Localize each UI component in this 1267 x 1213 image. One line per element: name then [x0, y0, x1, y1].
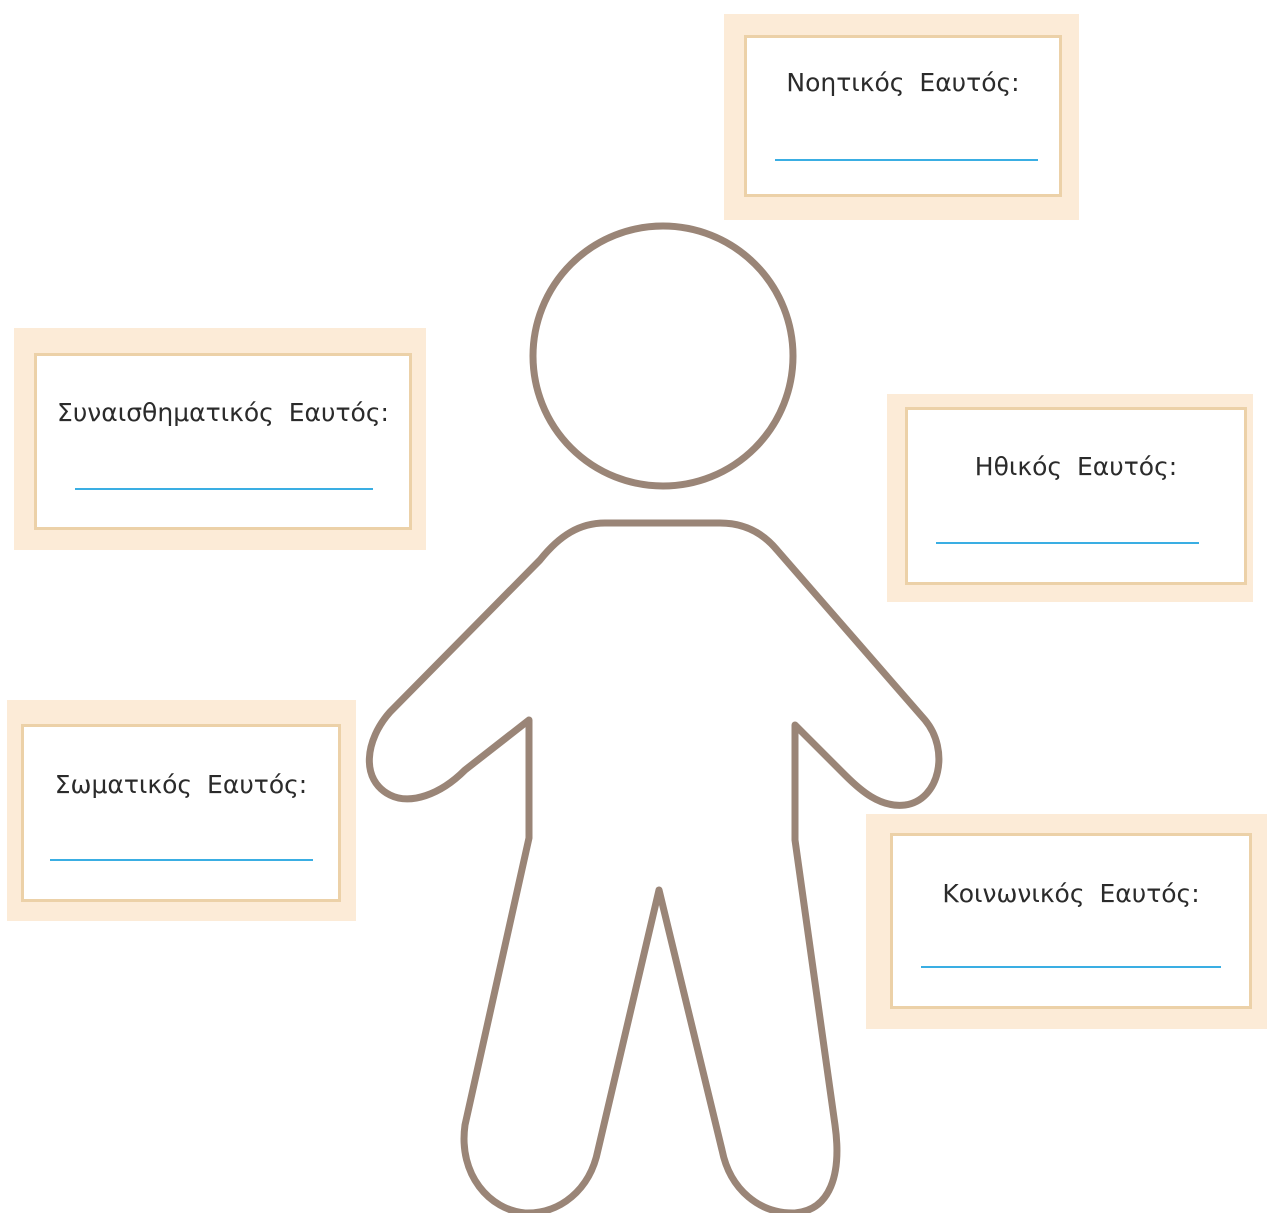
moral-self-card-inner: Ηθικός Εαυτός: — [905, 407, 1247, 585]
social-self-card-inner: Κοινωνικός Εαυτός: — [890, 833, 1252, 1009]
social-self-card: Κοινωνικός Εαυτός: — [866, 814, 1267, 1029]
emotional-self-card: Συναισθηματικός Εαυτός: — [14, 328, 426, 550]
moral-self-label: Ηθικός Εαυτός: — [974, 452, 1178, 481]
emotional-self-label: Συναισθηματικός Εαυτός: — [57, 398, 389, 427]
social-self-answer-line[interactable] — [921, 966, 1221, 968]
emotional-self-answer-line[interactable] — [75, 488, 373, 490]
moral-self-card: Ηθικός Εαυτός: — [887, 394, 1253, 602]
moral-self-answer-line[interactable] — [936, 542, 1199, 544]
mental-self-label: Νοητικός Εαυτός: — [786, 68, 1020, 97]
mental-self-card-inner: Νοητικός Εαυτός: — [744, 35, 1062, 197]
person-body — [365, 519, 943, 1213]
physical-self-card: Σωματικός Εαυτός: — [7, 700, 356, 921]
mental-self-answer-line[interactable] — [775, 159, 1038, 161]
social-self-label: Κοινωνικός Εαυτός: — [942, 879, 1200, 908]
physical-self-answer-line[interactable] — [50, 859, 313, 861]
person-head — [529, 222, 797, 490]
emotional-self-card-inner: Συναισθηματικός Εαυτός: — [34, 353, 412, 530]
physical-self-label: Σωματικός Εαυτός: — [54, 770, 308, 799]
physical-self-card-inner: Σωματικός Εαυτός: — [21, 724, 341, 902]
mental-self-card: Νοητικός Εαυτός: — [724, 14, 1079, 220]
